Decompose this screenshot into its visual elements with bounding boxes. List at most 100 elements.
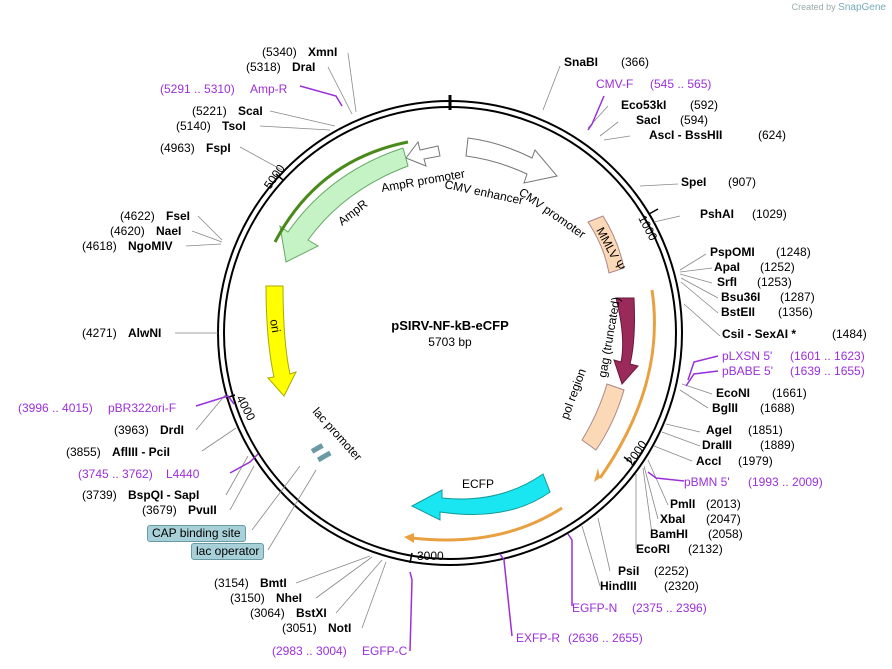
site-bsteii-pos: (1356) bbox=[778, 305, 813, 319]
ecfp-arrow bbox=[410, 473, 551, 521]
site-draiii-pos: (1889) bbox=[760, 438, 795, 452]
tick-label-3000: 3000 bbox=[417, 549, 444, 563]
primer-pbr322ori: pBR322ori-F bbox=[108, 401, 176, 415]
left-enzyme-labels: (5340) XmnI (5318) DraI (5221) ScaI (514… bbox=[66, 45, 351, 635]
primer-egfp-c-range: (2983 .. 3004) bbox=[272, 644, 347, 658]
tick-label-2000: 2000 bbox=[623, 438, 650, 468]
tick-3000 bbox=[409, 552, 413, 564]
ecfp-label: ECFP bbox=[462, 477, 494, 491]
site-pmli: PmlI bbox=[670, 497, 695, 511]
site-bglii: BglII bbox=[712, 401, 738, 415]
site-scai: ScaI bbox=[238, 104, 263, 118]
site-srfi: SrfI bbox=[717, 275, 737, 289]
site-naei: NaeI bbox=[156, 224, 181, 238]
ampr-arrow bbox=[279, 147, 409, 263]
site-tsoi: TsoI bbox=[222, 119, 246, 133]
site-tsoi-pos: (5140) bbox=[176, 119, 211, 133]
site-nhei-pos: (3150) bbox=[230, 591, 265, 605]
site-draiii: DraIII bbox=[702, 438, 732, 452]
site-srfi-pos: (1253) bbox=[757, 275, 792, 289]
site-spei: SpeI bbox=[681, 175, 706, 189]
tick-5000 bbox=[275, 173, 284, 181]
tick-label-1000: 1000 bbox=[635, 213, 660, 243]
primer-egfp-n: EGFP-N bbox=[572, 601, 617, 615]
site-asci: AscI - BssHII bbox=[649, 128, 722, 142]
site-econi-pos: (1661) bbox=[772, 386, 807, 400]
site-drai: DraI bbox=[292, 60, 315, 74]
site-afliii: AflIII - PciI bbox=[112, 445, 170, 459]
site-drdi: DrdI bbox=[160, 423, 184, 437]
primer-marks bbox=[195, 85, 719, 652]
site-pspomi-pos: (1248) bbox=[776, 245, 811, 259]
plasmid-name: pSIRV-NF-kB-eCFP bbox=[391, 318, 509, 333]
site-pspomi: PspOMI bbox=[710, 245, 755, 259]
site-ecori: EcoRI bbox=[636, 542, 670, 556]
site-acci-pos: (1979) bbox=[738, 454, 773, 468]
site-asci-pos: (624) bbox=[758, 128, 786, 142]
site-bsu36i-pos: (1287) bbox=[780, 290, 815, 304]
primer-pbmn: pBMN 5' bbox=[684, 475, 730, 489]
primer-amp-r-range: (5291 .. 5310) bbox=[160, 82, 235, 96]
primer-pbr322ori-range: (3996 .. 4015) bbox=[18, 401, 93, 415]
site-nhei: NheI bbox=[276, 591, 302, 605]
site-bstxi: BstXI bbox=[296, 606, 327, 620]
left-leader-lines bbox=[175, 52, 387, 629]
site-eco53ki: Eco53kI bbox=[621, 98, 666, 112]
primer-plxsn-range: (1601 .. 1623) bbox=[790, 349, 865, 363]
site-pshai: PshAI bbox=[700, 207, 734, 221]
plasmid-length: 5703 bp bbox=[428, 335, 472, 349]
lac-promoter-label: lac promoter bbox=[310, 405, 365, 464]
site-pshai-pos: (1029) bbox=[752, 207, 787, 221]
site-alwni: AlwNI bbox=[128, 326, 161, 340]
primer-cmv-f: CMV-F bbox=[596, 77, 633, 91]
primer-pbabe: pBABE 5' bbox=[722, 364, 773, 378]
site-drdi-pos: (3963) bbox=[114, 423, 149, 437]
credit-text: Created by bbox=[791, 2, 836, 12]
site-xbai-pos: (2047) bbox=[706, 512, 741, 526]
orf-arc-bottom-head bbox=[404, 533, 414, 543]
tick-1000 bbox=[648, 208, 659, 215]
site-afliii-pos: (3855) bbox=[66, 445, 101, 459]
site-acci: AccI bbox=[696, 454, 721, 468]
orf-arc-right-head bbox=[594, 468, 600, 482]
site-drai-pos: (5318) bbox=[246, 60, 281, 74]
primer-l4440: L4440 bbox=[166, 467, 200, 481]
mmlv-psi-box bbox=[587, 215, 625, 274]
site-bsteii: BstEII bbox=[721, 305, 755, 319]
site-agei-pos: (1851) bbox=[748, 423, 783, 437]
ori-label: ori bbox=[267, 318, 283, 334]
site-psii: PsiI bbox=[618, 564, 639, 578]
cmv-enhancer-arrow bbox=[465, 137, 558, 184]
site-csii-pos: (1484) bbox=[832, 327, 867, 341]
site-ngomiv: NgoMIV bbox=[128, 239, 173, 253]
tick-4000 bbox=[225, 394, 236, 399]
site-hindiii: HindIII bbox=[600, 579, 637, 593]
site-xmni-pos: (5340) bbox=[262, 45, 297, 59]
site-noti-pos: (3051) bbox=[282, 621, 317, 635]
primer-plxsn: pLXSN 5' bbox=[722, 349, 772, 363]
primer-amp-r: Amp-R bbox=[250, 82, 288, 96]
cap-leader bbox=[251, 465, 301, 531]
cmv-promoter-label: CMV promoter bbox=[516, 185, 588, 241]
site-noti: NotI bbox=[328, 621, 351, 635]
tick-2000 bbox=[623, 456, 633, 464]
site-pvuii: PvuII bbox=[188, 503, 217, 517]
site-saci: SacI bbox=[636, 113, 661, 127]
ori-arrow bbox=[265, 285, 297, 397]
lac-operator-mark bbox=[316, 450, 332, 463]
gag-arrow bbox=[613, 297, 639, 385]
ampr-orf-line bbox=[273, 140, 409, 243]
site-bsu36i: Bsu36I bbox=[721, 290, 760, 304]
site-spei-pos: (907) bbox=[728, 175, 756, 189]
site-bstxi-pos: (3064) bbox=[250, 606, 285, 620]
site-fsei-pos: (4622) bbox=[120, 209, 155, 223]
lac-operator-label: lac operator bbox=[191, 543, 265, 560]
site-eco53ki-pos: (592) bbox=[690, 98, 718, 112]
snapgene-credit: Created by SnapGene bbox=[792, 2, 886, 13]
primer-cmv-f-range: (545 .. 565) bbox=[650, 77, 711, 91]
site-apai-pos: (1252) bbox=[760, 260, 795, 274]
site-snabi-pos: (366) bbox=[621, 55, 649, 69]
primer-egfp-c: EGFP-C bbox=[362, 644, 408, 658]
site-pvuii-pos: (3679) bbox=[142, 503, 177, 517]
primer-pbmn-range: (1993 .. 2009) bbox=[748, 475, 823, 489]
